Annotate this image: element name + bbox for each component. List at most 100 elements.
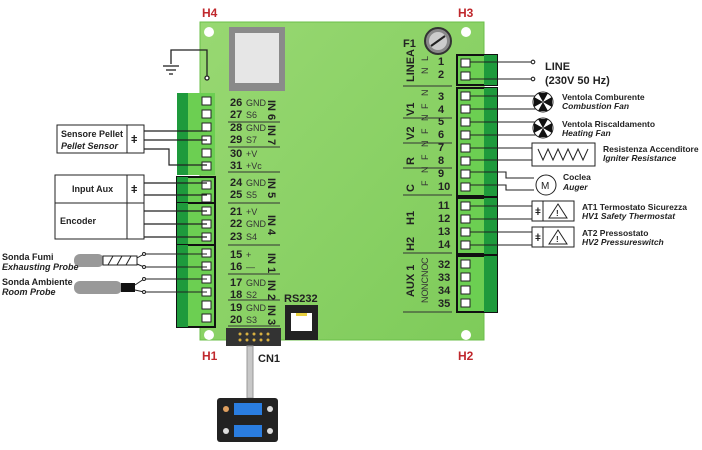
rs232-socket — [291, 313, 312, 331]
terminal-number: 30 — [230, 148, 242, 160]
terminal-screw[interactable] — [460, 91, 471, 101]
cn1-label: CN1 — [258, 353, 280, 365]
rs232-label: RS232 — [284, 293, 318, 305]
terminal-screw[interactable] — [460, 156, 471, 166]
auger-label-en: Auger — [562, 182, 588, 192]
output-group-label: AUX 1 — [405, 265, 417, 297]
terminal-screw[interactable] — [201, 313, 212, 323]
terminal-screw[interactable] — [460, 169, 471, 179]
terminal-screw[interactable] — [201, 96, 212, 106]
terminal-screw[interactable] — [460, 240, 471, 250]
combustion-fan-icon — [532, 91, 554, 113]
auger-motor-icon: M — [535, 174, 557, 196]
terminal-screw[interactable] — [460, 259, 471, 269]
terminal-number: 28 — [230, 122, 242, 134]
terminal-signal: S5 — [246, 190, 257, 200]
terminal-screw[interactable] — [460, 227, 471, 237]
terminal-screw[interactable] — [201, 261, 212, 271]
terminal-screw[interactable] — [460, 71, 471, 81]
terminal-screw[interactable] — [460, 201, 471, 211]
display-button-icon[interactable] — [267, 428, 273, 434]
output-group-label: V2 — [405, 127, 417, 140]
mount-hole-h4 — [204, 27, 214, 37]
corner-label-h3: H3 — [458, 6, 474, 20]
switch-icon: ǂ — [131, 184, 137, 196]
terminal-signal: S3 — [246, 315, 257, 325]
auger-label-it: Coclea — [563, 172, 591, 182]
terminal-number: 25 — [230, 189, 242, 201]
terminal-block-shade — [177, 245, 188, 327]
warning-icon — [548, 229, 568, 245]
display-screen-bottom — [234, 425, 262, 437]
room-probe: Sonda Ambiente Room Probe — [2, 277, 135, 297]
probe-wires — [134, 252, 207, 294]
terminal-screw[interactable] — [201, 300, 212, 310]
line-voltage-label: (230V 50 Hz) — [545, 75, 610, 87]
igniter-label-it: Resistenza Accenditore — [603, 144, 699, 154]
cn1-pin — [266, 332, 270, 336]
motor-symbol: M — [541, 181, 549, 192]
terminal-screw[interactable] — [460, 143, 471, 153]
terminal-number: 27 — [230, 109, 242, 121]
terminal-screw[interactable] — [460, 117, 471, 127]
terminal-signal: GND — [246, 178, 267, 188]
cn1-pin — [238, 332, 242, 336]
terminal-number: 4 — [438, 104, 445, 116]
terminal-screw[interactable] — [201, 248, 212, 258]
terminal-block-shade — [484, 256, 497, 312]
display-button-icon[interactable] — [267, 406, 273, 412]
cn1-pin — [238, 338, 242, 342]
right-wires — [470, 59, 536, 246]
terminal-number: 17 — [230, 277, 242, 289]
terminal-screw[interactable] — [460, 272, 471, 282]
terminal-number: 14 — [438, 239, 451, 251]
terminal-block-shade — [484, 88, 497, 196]
terminal-screw[interactable] — [460, 298, 471, 308]
warning-icon — [548, 203, 568, 219]
terminal-signal: F — [420, 154, 430, 160]
input-aux-box: ǂ Input Aux — [54, 174, 145, 204]
display-screen-top — [234, 403, 262, 415]
terminal-screw[interactable] — [201, 161, 212, 171]
input-group-label: IN 3 — [265, 305, 277, 325]
terminal-number: 29 — [230, 134, 242, 146]
display-button-icon[interactable] — [223, 406, 229, 412]
terminal-number: 35 — [438, 298, 450, 310]
terminal-screw[interactable] — [460, 58, 471, 68]
terminal-number: 9 — [438, 168, 444, 180]
display-button-icon[interactable] — [223, 428, 229, 434]
output-group-label: LINEA — [405, 49, 417, 82]
rs232-contacts — [296, 313, 307, 316]
terminal-signal: NO — [420, 264, 430, 278]
output-group-label: R — [405, 157, 417, 165]
terminal-screw[interactable] — [201, 122, 212, 132]
terminal-screw[interactable] — [460, 214, 471, 224]
fuse-label: F1 — [403, 38, 416, 50]
cn1-connector[interactable] — [226, 328, 281, 346]
terminal-signal: GND — [246, 123, 267, 133]
terminal-screw[interactable] — [201, 148, 212, 158]
terminal-block-shade — [177, 93, 188, 175]
switch-icon: ǂ — [131, 134, 137, 146]
terminal-screw[interactable] — [201, 180, 212, 190]
exhaust-probe-label-en: Exhausting Probe — [2, 262, 79, 272]
terminal-screw[interactable] — [460, 182, 471, 192]
terminal-number: 21 — [230, 206, 242, 218]
terminal-block-shade — [177, 177, 188, 207]
terminal-screw[interactable] — [201, 109, 212, 119]
heating-fan-label-it: Ventola Riscaldamento — [562, 119, 655, 129]
terminal-number: 16 — [230, 261, 242, 273]
terminal-signal: GND — [246, 278, 267, 288]
line-label: LINE — [545, 61, 570, 73]
transformer-face — [235, 33, 279, 83]
terminal-screw[interactable] — [460, 285, 471, 295]
input-group-label: IN 7 — [265, 125, 277, 145]
terminal-number: 24 — [230, 177, 243, 189]
terminal-number: 8 — [438, 155, 444, 167]
switch-icon: ǂ — [535, 233, 541, 244]
terminal-screw[interactable] — [460, 104, 471, 114]
display-panel[interactable] — [217, 398, 278, 442]
terminal-number: 15 — [230, 249, 242, 261]
terminal-screw[interactable] — [460, 130, 471, 140]
output-group-label: V1 — [405, 103, 417, 116]
